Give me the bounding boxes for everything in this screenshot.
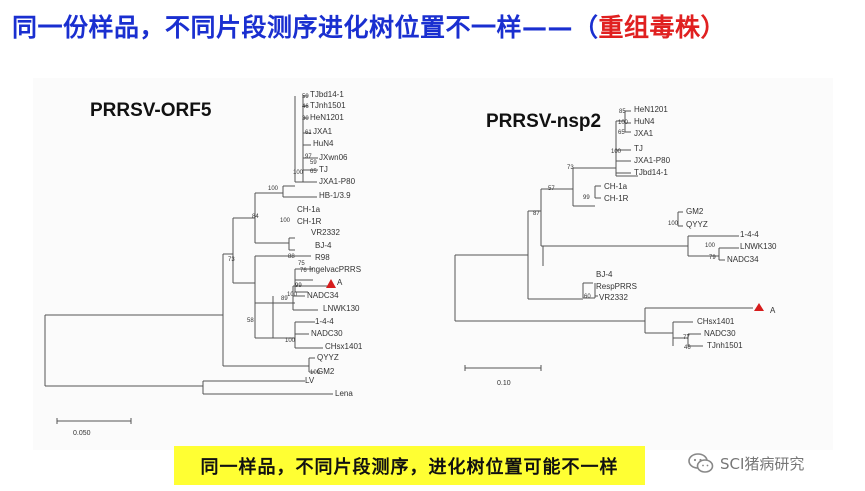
left-tree-scale-label: 0.050 [73,430,91,437]
left-tree-taxon: IngelvacPRRS [309,265,362,274]
left-tree-bootstrap: 89 [281,296,288,302]
left-tree-bootstrap: 100 [280,218,291,224]
right-tree-label: PRRSV-nsp2 [486,111,602,132]
title-end: ） [700,13,727,42]
left-tree-bootstrap: 84 [252,214,259,220]
right-tree-bootstrap: 87 [533,211,540,217]
footer-banner: 同一样品，不同片段测序，进化树位置可能不一样 [174,446,645,485]
right-tree-taxon: JXA1 [634,129,654,138]
left-tree-taxon: Lena [335,389,353,398]
left-tree-taxon: GM2 [317,367,335,376]
left-tree-taxon: TJ [319,165,328,174]
right-tree-taxon: HuN4 [634,117,655,126]
left-tree-bootstrap: 97 [305,154,312,160]
left-tree-bootstrap: 100 [268,186,279,192]
left-tree-marker-a [326,279,336,288]
left-tree-taxon: JXA1 [313,127,333,136]
right-tree-bootstrap: 100 [705,243,716,249]
right-tree-taxon: HeN1201 [634,105,668,114]
right-tree-taxon: GM2 [686,207,704,216]
left-tree-taxon: LNWK130 [323,304,360,313]
left-tree-bootstrap: 65 [310,169,317,175]
right-tree-bootstrap: 73 [567,165,574,171]
right-tree-taxon: CH-1R [604,194,629,203]
right-tree-bootstrap: 57 [548,186,555,192]
left-tree-taxon: TJbd14-1 [310,90,344,99]
right-tree-bootstrap: 60 [584,294,591,300]
right-tree-taxon: A [770,306,776,315]
left-tree-bootstrap: 46 [302,104,309,110]
right-tree-taxon: BJ-4 [596,270,613,279]
left-tree-bootstrap: 76 [300,268,307,274]
watermark: SCI猪病研究 [688,448,804,478]
left-tree-bootstrap: 100 [287,292,298,298]
left-tree-taxon: BJ-4 [315,241,332,250]
left-tree-bootstrap: 61 [305,130,312,136]
left-tree-bootstrap: 59 [310,160,317,166]
left-tree-taxon: TJnh1501 [310,101,346,110]
right-tree-bootstrap: 100 [668,221,679,227]
left-tree-taxon: HB-1/3.9 [319,191,351,200]
right-tree-taxon: NADC30 [704,329,736,338]
left-tree-bootstrap: 75 [298,261,305,267]
right-tree-taxon: VR2332 [599,293,628,302]
right-tree-taxon: TJ [634,144,643,153]
left-tree-bootstrap: 100 [293,170,304,176]
right-tree-bootstrap: 100 [618,120,629,126]
left-tree-taxon: CH-1a [297,205,321,214]
left-tree-bootstrap: 73 [228,257,235,263]
left-tree-bootstrap: 58 [247,318,254,324]
left-tree-bootstrap: 100 [310,370,321,376]
right-tree-taxon: LNWK130 [740,242,777,251]
left-tree-taxon: NADC30 [311,329,343,338]
right-tree-taxon: TJnh1501 [707,341,743,350]
left-tree-taxon: JXA1-P80 [319,177,356,186]
left-tree-taxon: A [337,278,343,287]
right-tree-scale-label: 0.10 [497,380,511,387]
left-tree-taxon: CH-1R [297,217,322,226]
left-tree-taxon: HeN1201 [310,113,344,122]
right-tree-bootstrap: 85 [619,109,626,115]
left-tree-bootstrap: 88 [288,254,295,260]
right-tree-taxon: NADC34 [727,255,759,264]
right-tree [454,110,764,371]
watermark-text: SCI猪病研究 [720,454,805,473]
left-tree-taxon: 1-4-4 [315,317,334,326]
left-tree-taxon: NADC34 [307,291,339,300]
left-tree-label: PRRSV-ORF5 [90,100,212,121]
left-tree-bootstrap: 99 [295,283,302,289]
right-tree-taxon: CHsx1401 [697,317,735,326]
left-tree-taxon: HuN4 [313,139,334,148]
right-tree-bootstrap: 46 [684,345,691,351]
right-tree-taxon: TJbd14-1 [634,168,668,177]
right-tree-taxon: CH-1a [604,182,628,191]
left-tree-bootstrap: 30 [302,116,309,122]
left-tree-taxon: CHsx1401 [325,342,363,351]
left-tree-scale-bar [56,418,132,424]
left-tree-bootstrap: 100 [285,338,296,344]
title-main: 同一份样品，不同片段测序进化树位置不一样——（ [12,13,599,42]
right-tree-taxon: 1-4-4 [740,230,759,239]
right-tree-marker-a [754,303,764,311]
left-tree-bootstrap: 59 [302,94,309,100]
wechat-icon [688,453,714,473]
right-tree-taxon: QYYZ [686,220,708,229]
right-tree-bootstrap: 77 [683,335,690,341]
left-tree-taxon: QYYZ [317,353,339,362]
page-title: 同一份样品，不同片段测序进化树位置不一样——（重组毒株） [12,8,857,50]
right-tree-bootstrap: 79 [709,255,716,261]
right-tree-bootstrap: 100 [611,149,622,155]
left-tree-taxon: JXwn06 [319,153,348,162]
right-tree-bootstrap: 65 [618,130,625,136]
left-tree [44,95,333,395]
right-tree-taxon: JXA1-P80 [634,156,671,165]
title-highlight: 重组毒株 [598,13,701,42]
left-tree-taxon: VR2332 [311,228,340,237]
left-tree-taxon: R98 [315,253,330,262]
left-tree-taxon: LV [305,376,315,385]
phylogeny-figure: PRRSV-ORF5 PRRSV-nsp2 [33,78,833,450]
right-tree-bootstrap: 99 [583,195,590,201]
right-tree-taxon: RespPRRS [596,282,637,291]
